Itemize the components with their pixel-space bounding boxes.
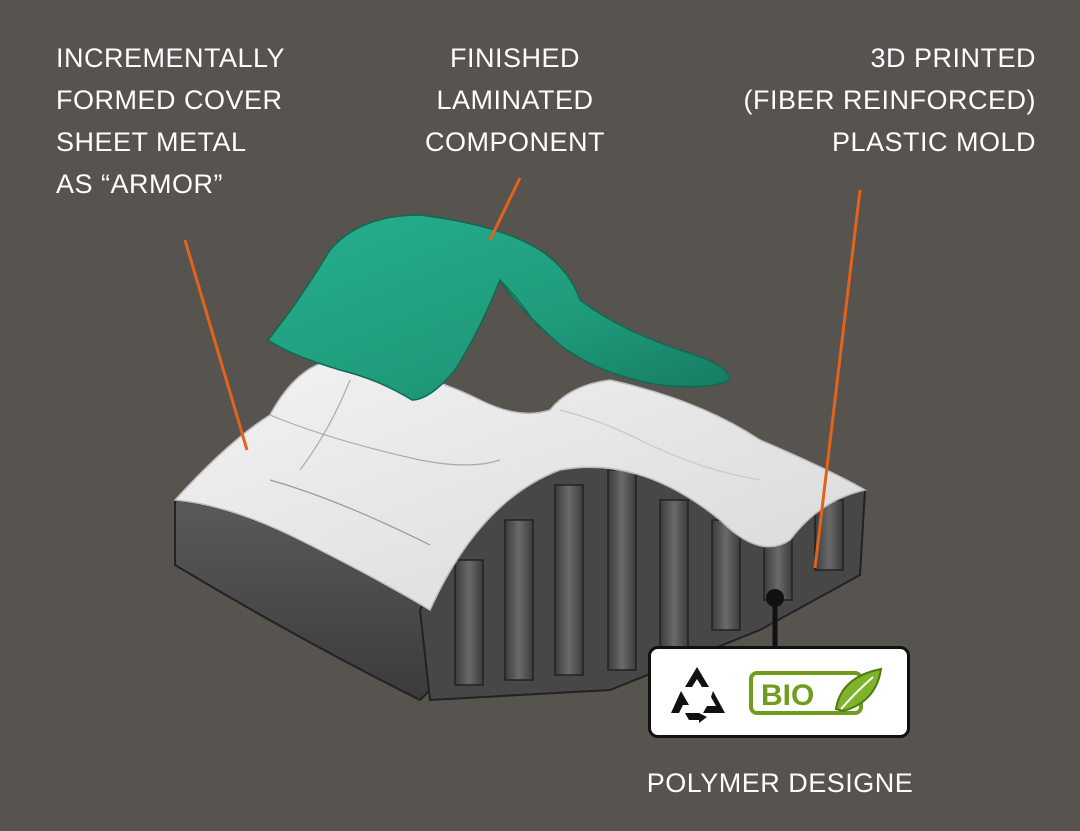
label-line: FINISHED	[449, 43, 580, 73]
label-line: COMPONENT	[425, 127, 605, 157]
bio-text: BIO	[761, 679, 814, 712]
label-line: (FIBER REINFORCED)	[743, 85, 1036, 115]
mold-body	[174, 463, 867, 702]
laminated-component	[266, 214, 731, 401]
label-line: AS “ARMOR”	[56, 169, 223, 199]
label-plastic-mold: 3D PRINTED (FIBER REINFORCED) PLASTIC MO…	[744, 37, 1037, 163]
label-sheet-metal-armor: INCREMENTALLY FORMED COVER SHEET METAL A…	[56, 37, 285, 205]
label-laminated-component: FINISHED LAMINATED COMPONENT	[380, 37, 650, 163]
polymer-badge: BIO	[648, 646, 910, 738]
label-line: POLYMER DESIGNE	[646, 768, 914, 798]
recycle-icon	[671, 667, 725, 723]
label-line: 3D PRINTED	[870, 43, 1036, 73]
leader-line-mold	[813, 189, 862, 569]
leader-line-laminate	[488, 177, 522, 241]
label-line: LAMINATED	[436, 85, 594, 115]
label-line: PLASTIC MOLD	[831, 127, 1036, 157]
label-line: INCREMENTALLY	[56, 43, 286, 73]
leader-line-sheet-metal	[183, 239, 249, 451]
bio-leaf-icon: BIO	[749, 667, 883, 715]
label-polymer-design: POLYMER DESIGNE	[620, 762, 940, 804]
label-line: SHEET METAL	[56, 127, 247, 157]
label-line: FORMED COVER	[56, 85, 283, 115]
